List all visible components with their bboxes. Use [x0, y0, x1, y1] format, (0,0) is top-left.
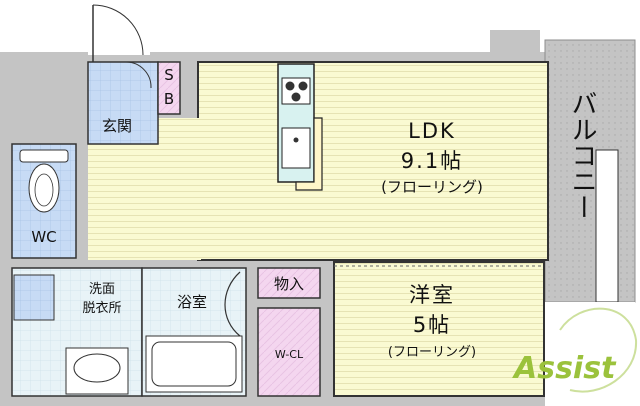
toilet-tank-icon — [19, 149, 69, 163]
western-room[interactable] — [333, 261, 545, 397]
storage[interactable] — [257, 267, 321, 299]
wash-basin-icon — [65, 347, 129, 395]
bathroom[interactable] — [141, 267, 247, 397]
wcl-label: W-CL — [275, 348, 304, 361]
ldk-floor: (フローリング) — [381, 178, 483, 196]
washer-space-icon — [13, 274, 55, 321]
western-floor: (フローリング) — [388, 345, 476, 360]
washroom-label-2: 脱衣所 — [82, 300, 121, 316]
logo-text: Assist — [512, 351, 617, 386]
shoe-box-top: S — [164, 66, 174, 84]
storage-label: 物入 — [274, 275, 304, 293]
balcony — [544, 39, 636, 402]
wc-room[interactable] — [11, 143, 77, 259]
wc-label: WC — [31, 228, 56, 246]
labels: LDK 9.1帖 (フローリング) 洋室 5帖 (フローリング) 玄関 S B … — [31, 66, 597, 361]
toilet-bowl-icon — [28, 163, 60, 213]
bath-label: 浴室 — [177, 293, 207, 311]
ldk-room[interactable] — [88, 61, 549, 261]
washroom[interactable] — [11, 267, 143, 397]
assist-logo: Assist — [512, 307, 638, 393]
shoe-box[interactable] — [157, 61, 181, 115]
burner-icon — [285, 81, 295, 91]
entrance-label: 玄関 — [102, 117, 132, 135]
entrance-room[interactable] — [87, 4, 159, 145]
western-name: 洋室 — [409, 283, 455, 307]
kitchen-counter[interactable] — [277, 63, 323, 191]
western-size: 5帖 — [413, 313, 451, 337]
burner-icon — [298, 81, 308, 91]
door-swing-icon — [92, 4, 144, 56]
burner-icon — [291, 92, 301, 102]
balcony-label: バルコニー — [567, 90, 597, 220]
ldk-size: 9.1帖 — [401, 149, 463, 173]
bathtub-icon — [145, 335, 243, 393]
ldk-name: LDK — [408, 119, 456, 143]
shoe-box-bottom: B — [164, 90, 174, 108]
walk-in-closet[interactable] — [257, 307, 321, 397]
washroom-label-1: 洗面 — [89, 282, 115, 297]
sink-icon — [281, 127, 311, 169]
